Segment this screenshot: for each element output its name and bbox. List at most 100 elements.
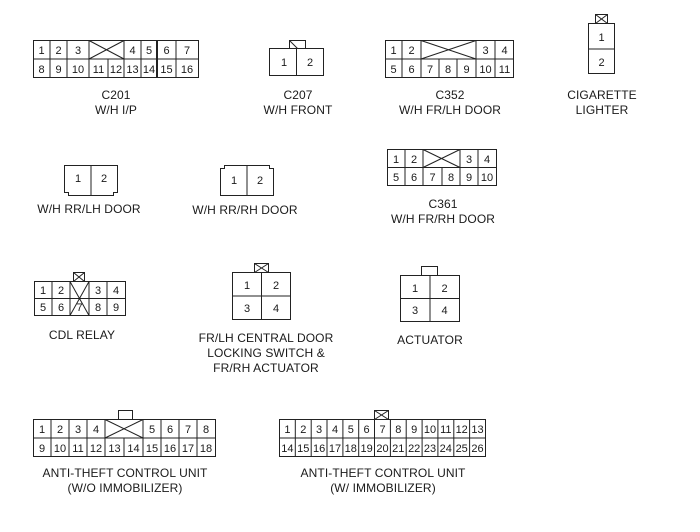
- pin-label: 1: [412, 283, 418, 295]
- connector-atcu-wo-face: 1 2 3 4 5 6 7 8 9 10 11 12 13 14 15 16 1…: [33, 410, 216, 457]
- pin-label: 4: [129, 45, 135, 57]
- pin-label: 3: [482, 45, 488, 57]
- pin-label: 10: [424, 424, 436, 436]
- pin-label: 20: [376, 443, 388, 455]
- connector-label: ANTI-THEFT CONTROL UNIT (W/ IMMOBILIZER): [268, 466, 498, 496]
- pin-label: 9: [55, 64, 61, 76]
- pin-label: 7: [184, 45, 190, 57]
- pin-label: 6: [163, 45, 169, 57]
- pin-label: 18: [345, 443, 357, 455]
- pin-label: 13: [126, 64, 138, 76]
- pin-label: 5: [40, 302, 46, 314]
- connector-label-line: CIGARETTE: [567, 88, 637, 102]
- pin-label: 9: [463, 64, 469, 76]
- pin-label: 8: [445, 64, 451, 76]
- pin-label: 8: [203, 424, 209, 436]
- connector-label: FR/LH CENTRAL DOOR LOCKING SWITCH & FR/R…: [190, 331, 342, 376]
- connector-label-line: ACTUATOR: [397, 333, 463, 347]
- connector-cdl-relay: 1 2 3 4 5 6 7 8 9 CDL RELAY: [34, 272, 130, 347]
- pin-label: 12: [90, 443, 102, 455]
- connector-actuator: 1 2 3 4 ACTUATOR: [380, 266, 480, 352]
- pin-label: 4: [501, 45, 507, 57]
- pin-label: 2: [257, 175, 263, 187]
- pin-label: 9: [113, 302, 119, 314]
- connector-label: C352 W/H FR/LH DOOR: [385, 88, 515, 118]
- connector-label-line: CDL RELAY: [48, 328, 116, 342]
- connector-c201: 1 2 3 4 5 6 7 8 9 10 11 12 13 14 15 16 C…: [33, 40, 199, 120]
- pin-label: 16: [313, 443, 325, 455]
- pin-label: 4: [273, 303, 279, 315]
- pin-label: 12: [110, 64, 122, 76]
- pin-label: 19: [360, 443, 372, 455]
- pin-label: 1: [75, 173, 81, 185]
- pin-label: 1: [284, 424, 290, 436]
- pin-label: 17: [182, 443, 194, 455]
- pin-label: 7: [379, 424, 385, 436]
- connector-label-line: LOCKING SWITCH &: [207, 346, 325, 360]
- connector-label-line: FR/RH ACTUATOR: [213, 361, 319, 375]
- pin-label: 1: [244, 280, 250, 292]
- pin-label: 3: [95, 285, 101, 297]
- pin-label: 11: [72, 443, 83, 455]
- connector-actuator-face: 1 2 3 4: [400, 266, 460, 322]
- pin-label: 15: [160, 64, 172, 76]
- pin-label: 7: [429, 172, 435, 184]
- connector-c361: 1 2 3 4 5 6 7 8 9 10 C361 W/H FR/RH DOOR: [387, 149, 499, 229]
- pin-label: 14: [281, 443, 293, 455]
- connector-atcu-wo-immobilizer: 1 2 3 4 5 6 7 8 9 10 11 12 13 14 15 16 1…: [20, 410, 230, 510]
- connector-label-line: FR/LH CENTRAL DOOR: [198, 331, 334, 345]
- pin-label: 4: [93, 424, 99, 436]
- connector-label: W/H RR/RH DOOR: [180, 203, 310, 218]
- pin-label: 2: [307, 57, 313, 69]
- pin-label: 12: [456, 424, 468, 436]
- connector-label-line: LIGHTER: [575, 103, 629, 117]
- pin-label: 4: [332, 424, 338, 436]
- pin-label: 14: [127, 443, 139, 455]
- pin-label: 1: [231, 175, 237, 187]
- connector-label-line: C201: [101, 88, 131, 102]
- pin-label: 3: [316, 424, 322, 436]
- pin-label: 5: [348, 424, 354, 436]
- pin-label: 1: [393, 154, 399, 166]
- pin-label: 2: [598, 57, 604, 69]
- pin-label: 4: [441, 305, 447, 317]
- connector-label-line: W/H FR/RH DOOR: [390, 212, 496, 226]
- pin-label: 6: [167, 424, 173, 436]
- connector-label-line: W/H RR/RH DOOR: [192, 203, 298, 217]
- pin-label: 11: [440, 424, 451, 436]
- pin-label: 17: [329, 443, 341, 455]
- pin-label: 14: [143, 64, 155, 76]
- connector-frlh-face: 1 2 3 4: [232, 263, 291, 320]
- pin-label: 11: [499, 64, 510, 76]
- pin-label: 10: [54, 443, 66, 455]
- pin-label: 6: [58, 302, 64, 314]
- pin-label: 1: [390, 45, 396, 57]
- pin-label: 15: [146, 443, 158, 455]
- pin-label: 21: [392, 443, 404, 455]
- pin-label: 3: [466, 154, 472, 166]
- pin-label: 1: [39, 424, 45, 436]
- connector-label: C361 W/H FR/RH DOOR: [387, 197, 499, 227]
- pin-label: 1: [38, 45, 44, 57]
- pin-label: 6: [408, 64, 414, 76]
- connector-label-line: W/H RR/LH DOOR: [37, 202, 141, 216]
- pin-label: 3: [412, 305, 418, 317]
- connector-rr-rh-door: 1 2 W/H RR/RH DOOR: [180, 165, 310, 225]
- pin-label: 1: [40, 285, 46, 297]
- connector-atcu-w-immobilizer: 1 2 3 4 5 6 7 8 9 10 11 12 13 14 15 16 1…: [268, 410, 498, 510]
- pin-label: 16: [181, 64, 193, 76]
- pin-label: 2: [58, 285, 64, 297]
- connector-label-line: (W/O IMMOBILIZER): [67, 481, 183, 495]
- connector-atcu-w-face: 1 2 3 4 5 6 7 8 9 10 11 12 13 14 15 16 1…: [279, 410, 486, 457]
- connector-label-line: W/H I/P: [94, 103, 138, 117]
- pin-label: 2: [57, 424, 63, 436]
- connector-c361-face: 1 2 3 4 5 6 7 8 9 10: [387, 149, 497, 186]
- connector-label-line: C207: [283, 88, 313, 102]
- connector-label: ACTUATOR: [380, 333, 480, 348]
- pin-label: 5: [149, 424, 155, 436]
- pin-label: 26: [471, 443, 483, 455]
- connector-label-line: ANTI-THEFT CONTROL UNIT: [42, 466, 208, 480]
- pin-label: 4: [484, 154, 490, 166]
- pin-label: 7: [427, 64, 433, 76]
- pin-label: 2: [55, 45, 61, 57]
